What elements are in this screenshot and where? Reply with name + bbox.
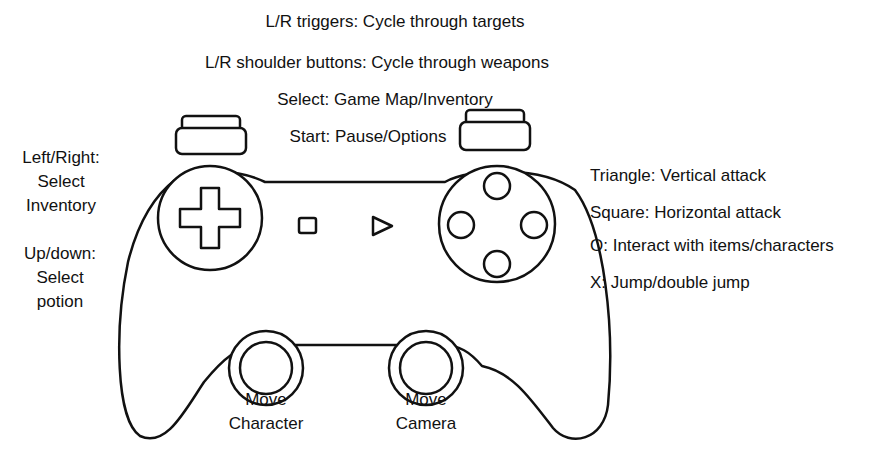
dpad-left-right-note: Left/Right: Select Inventory (8, 146, 114, 218)
square-button (448, 212, 474, 238)
dpad-up-down-note: Up/down: Select potion (14, 242, 106, 314)
select-button (299, 218, 316, 233)
left-stick-cap (240, 342, 292, 394)
x-button (484, 251, 510, 277)
right-stick-cap (400, 342, 452, 394)
face-button-ring (439, 166, 555, 282)
left-shoulder-button (176, 128, 246, 154)
controller-body (119, 171, 610, 439)
start-button (373, 217, 392, 235)
square-note: Square: Horizontal attack (590, 201, 890, 225)
trigger-note: L/R triggers: Cycle through targets (145, 10, 645, 34)
dpad-ring (158, 166, 262, 270)
dpad-cross (180, 188, 240, 248)
select-note: Select: Game Map/Inventory (135, 88, 635, 112)
x-note: X: Jump/double jump (590, 271, 890, 295)
circle-button (521, 212, 547, 238)
start-note: Start: Pause/Options (243, 125, 493, 149)
right-stick-note: Move Camera (378, 388, 474, 436)
shoulder-note: L/R shoulder buttons: Cycle through weap… (127, 51, 627, 75)
triangle-button (484, 173, 510, 199)
left-stick-note: Move Character (216, 388, 316, 436)
circle-note: O: Interact with items/characters (590, 234, 890, 258)
triangle-note: Triangle: Vertical attack (590, 164, 890, 188)
right-shoulder-button (460, 122, 530, 150)
